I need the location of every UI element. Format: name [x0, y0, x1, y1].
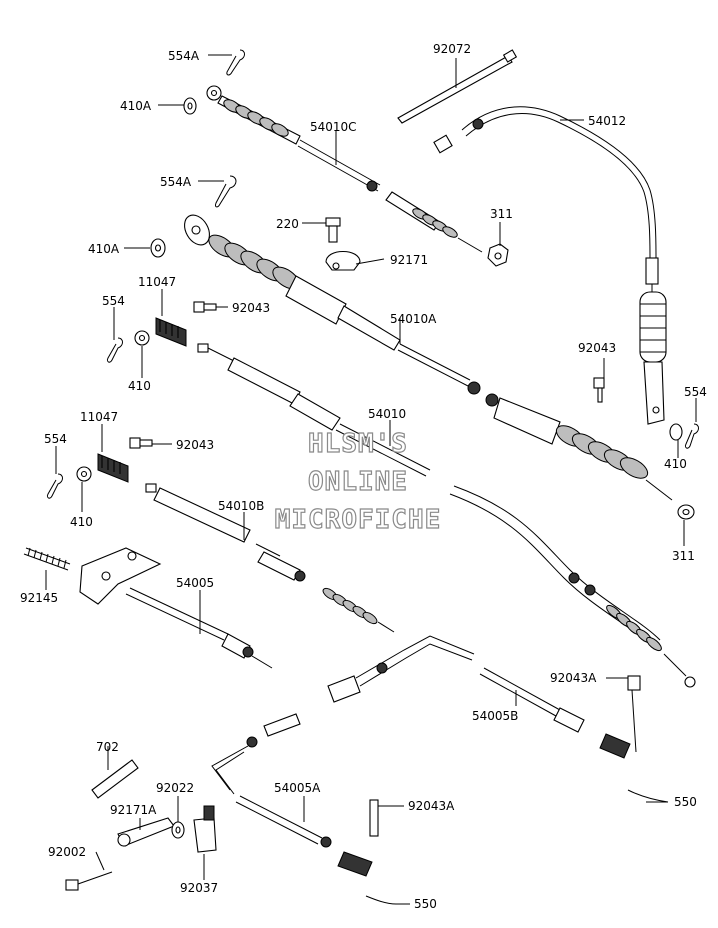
pin-92043-lower — [129, 437, 153, 449]
label-92171a: 92171A — [110, 803, 157, 817]
block-11047-upper — [155, 317, 187, 347]
label-554-upper: 554 — [102, 294, 125, 308]
washer-410-lower — [76, 466, 92, 482]
cable-tie-92072 — [397, 49, 518, 124]
label-554-right: 554 — [684, 385, 707, 399]
label-410-upper: 410 — [128, 379, 151, 393]
cable-54010b — [145, 483, 395, 633]
bolt-220 — [325, 217, 341, 243]
label-92043-upper: 92043 — [232, 301, 270, 315]
cable-54010c — [206, 85, 483, 253]
label-92043a-right: 92043A — [550, 671, 597, 685]
label-54010a: 54010A — [390, 312, 437, 326]
label-92043-right: 92043 — [578, 341, 616, 355]
label-54010b: 54010B — [218, 499, 264, 513]
spring-92145 — [23, 547, 71, 571]
label-554a-second: 554A — [160, 175, 192, 189]
label-410-lower: 410 — [70, 515, 93, 529]
label-550-bottom: 550 — [414, 897, 437, 911]
label-92037: 92037 — [180, 881, 218, 895]
cable-54005 — [79, 547, 273, 669]
label-410a-top: 410A — [120, 99, 152, 113]
label-54010c: 54010C — [310, 120, 357, 134]
label-54010: 54010 — [368, 407, 406, 421]
watermark: HLSM'S ONLINE MICROFICHE — [274, 428, 442, 535]
label-54012: 54012 — [588, 114, 626, 128]
clip-554-upper — [107, 337, 123, 363]
watermark-line-2: ONLINE — [308, 467, 408, 497]
label-410-right: 410 — [664, 457, 687, 471]
bracket-92037 — [193, 805, 217, 853]
label-92043-lower: 92043 — [176, 438, 214, 452]
nut-311-right — [677, 504, 695, 520]
cable-54010 — [197, 343, 696, 688]
washer-410-upper — [134, 330, 150, 346]
label-11047-upper: 11047 — [138, 275, 176, 289]
label-54005: 54005 — [176, 576, 214, 590]
label-92145: 92145 — [20, 591, 58, 605]
cable-54012 — [433, 106, 667, 425]
label-311-top: 311 — [490, 207, 513, 221]
nut-311-top — [487, 243, 509, 267]
cable-54005b — [327, 635, 669, 803]
label-550-right: 550 — [674, 795, 697, 809]
washer-410a-second — [150, 238, 166, 258]
label-54005a: 54005A — [274, 781, 321, 795]
washer-92022 — [171, 821, 185, 839]
label-410a-second: 410A — [88, 242, 120, 256]
block-11047-lower — [97, 453, 129, 483]
cable-54010a — [184, 214, 673, 501]
label-702: 702 — [96, 740, 119, 754]
washer-410-right — [669, 423, 683, 441]
clip-554-lower — [47, 473, 63, 499]
part-labels: 554A 410A 54010C 92072 54012 554A 220 31… — [20, 42, 707, 911]
label-54005b: 54005B — [472, 709, 518, 723]
pin-92043-right — [593, 377, 605, 403]
label-92072: 92072 — [433, 42, 471, 56]
clip-554-right — [685, 423, 699, 449]
clip-554a-top — [226, 49, 245, 76]
watermark-line-1: HLSM'S — [308, 429, 408, 459]
clamp-92171 — [325, 250, 361, 271]
clip-554a-second — [215, 175, 237, 208]
label-554a-top: 554A — [168, 49, 200, 63]
pin-92043-upper — [193, 301, 217, 313]
watermark-line-3: MICROFICHE — [275, 505, 442, 535]
label-92171: 92171 — [390, 253, 428, 267]
bracket-92171a — [117, 817, 175, 847]
bolt-92002 — [65, 871, 113, 891]
leader-lines — [45, 54, 697, 905]
label-311-right: 311 — [672, 549, 695, 563]
label-92043a-bottom: 92043A — [408, 799, 455, 813]
label-554-lower: 554 — [44, 432, 67, 446]
pin-702 — [91, 759, 139, 799]
label-92022: 92022 — [156, 781, 194, 795]
label-220: 220 — [276, 217, 299, 231]
washer-410a-top — [183, 97, 197, 115]
cable-54005a — [211, 713, 397, 905]
label-11047-lower: 11047 — [80, 410, 118, 424]
label-92002: 92002 — [48, 845, 86, 859]
